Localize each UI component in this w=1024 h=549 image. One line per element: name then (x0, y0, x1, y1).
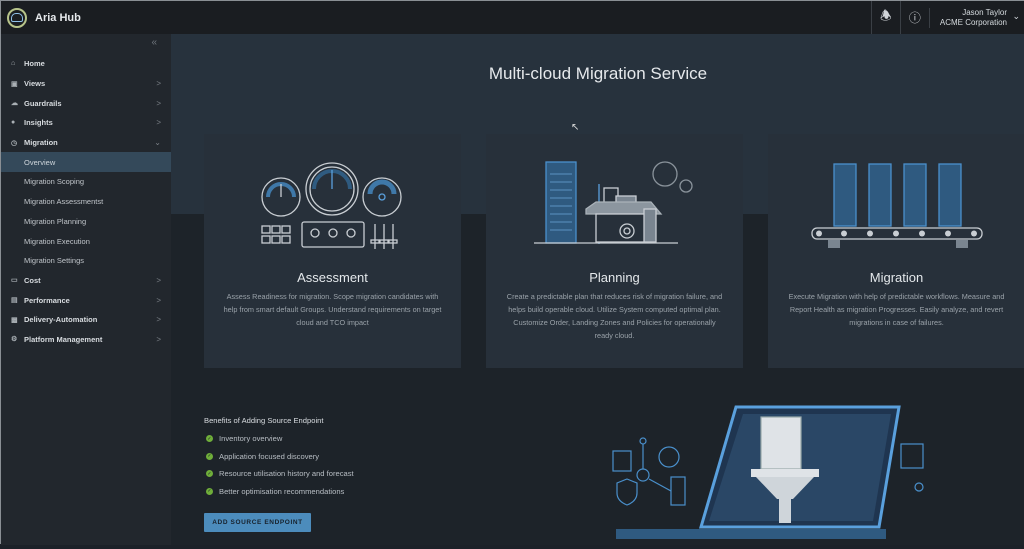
double-chevron-left-icon[interactable]: « (151, 37, 157, 48)
chevron-right-icon: > (156, 275, 161, 285)
check-circle-icon: ✓ (206, 487, 213, 495)
check-circle-icon: ✓ (206, 452, 213, 460)
card-title: Migration (869, 270, 924, 285)
laptop-funnel-illustration-icon (612, 405, 924, 539)
chevron-right-icon: > (156, 118, 161, 128)
chevron-right-icon: > (156, 315, 161, 325)
conveyor-servers-illustration-icon (811, 163, 983, 248)
user-org: ACME Corporation (939, 17, 1007, 27)
chevron-right-icon: > (156, 334, 161, 344)
truck-icon: ▩ (11, 316, 18, 324)
sidebar-item-label: Cost (24, 275, 41, 285)
card-migration[interactable]: Migration Execute Migration with help of… (768, 134, 1024, 368)
sidebar-item-label: Insights (24, 118, 53, 128)
sidebar-subitem-migration-assessments[interactable]: Migration Assessmentst (24, 197, 104, 207)
benefit-item: ✓ Resource utilisation history and foreca… (204, 465, 354, 483)
cost-icon: ▭ (11, 277, 18, 285)
sidebar-subitem-migration-execution[interactable]: Migration Execution (24, 236, 90, 246)
chevron-right-icon: > (156, 79, 161, 89)
aria-logo-icon[interactable] (7, 7, 27, 28)
card-description: Create a predictable plan that reduces r… (506, 292, 723, 340)
sidebar-item-guardrails[interactable]: ☁ Guardrails > (1, 93, 171, 113)
benefit-item: ✓ Better optimisation recommendations (204, 483, 354, 501)
card-assessment[interactable]: Assessment Assess Readiness for migratio… (204, 134, 461, 368)
top-header: Aria Hub 🕭 ⓘ Jason Taylor ACME Corporati… (1, 1, 1024, 34)
sidebar-item-cost[interactable]: ▭ Cost > (1, 271, 171, 291)
card-description: Execute Migration with help of predictab… (788, 292, 1005, 327)
sidebar-item-label: Delivery-Automation (24, 315, 98, 325)
server-box-illustration-icon (534, 161, 693, 244)
chevron-down-icon: ⌄ (1012, 10, 1020, 21)
chevron-right-icon: > (156, 98, 161, 108)
main-content: Multi-cloud Migration Service ↖ Assessme… (171, 34, 1024, 545)
cloud-icon: ☁ (11, 100, 18, 108)
sidebar-item-platform-management[interactable]: ⚙ Platform Management > (1, 330, 171, 350)
benefit-text: Better optimisation recommendations (219, 486, 345, 496)
sidebar: « ⌂Home ▣Views> ☁Guardrails> ●Insights> … (1, 34, 171, 545)
sidebar-subitem-migration-scoping[interactable]: Migration Scoping (24, 177, 85, 187)
gear-icon: ⚙ (11, 336, 18, 344)
help-icon[interactable]: ⓘ (899, 1, 929, 34)
benefit-item: ✓ Inventory overview (204, 430, 354, 448)
benefit-item: ✓ Application focused discovery (204, 448, 354, 466)
sidebar-item-insights[interactable]: ● Insights > (1, 113, 171, 133)
sidebar-item-label: Platform Management (24, 334, 103, 344)
chart-icon: ▤ (11, 297, 18, 305)
check-circle-icon: ✓ (206, 435, 213, 443)
sidebar-subitem-migration-settings[interactable]: Migration Settings (24, 256, 85, 266)
bell-icon[interactable]: 🕭 (870, 1, 900, 34)
user-name: Jason Taylor (962, 7, 1007, 17)
sidebar-item-migration[interactable]: ◷ Migration ⌄ (1, 133, 171, 153)
clock-icon: ◷ (11, 139, 18, 147)
insights-icon: ● (11, 119, 16, 127)
chevron-down-icon: ⌄ (154, 138, 161, 148)
sidebar-item-home[interactable]: ⌂ Home (1, 54, 171, 74)
mouse-cursor-icon: ↖ (571, 122, 580, 133)
app-name[interactable]: Aria Hub (35, 11, 81, 24)
sidebar-item-label: Views (24, 79, 46, 89)
sidebar-item-views[interactable]: ▣ Views > (1, 74, 171, 94)
home-icon: ⌂ (11, 60, 16, 68)
benefit-text: Resource utilisation history and forecas… (219, 469, 354, 479)
card-planning[interactable]: Planning Create a predictable plan that … (486, 134, 743, 368)
card-title: Planning (589, 270, 640, 285)
card-title: Assessment (297, 270, 368, 285)
sidebar-subitem-overview[interactable]: Overview (1, 152, 171, 173)
page-title: Multi-cloud Migration Service (488, 64, 708, 83)
user-menu[interactable]: Jason Taylor ACME Corporation ⌄ (928, 7, 1024, 28)
benefits-list: Benefits of Adding Source Endpoint ✓ Inve… (204, 416, 354, 500)
check-circle-icon: ✓ (206, 470, 213, 478)
gauges-illustration-icon (261, 162, 402, 249)
add-source-endpoint-button[interactable]: ADD SOURCE ENDPOINT (204, 513, 311, 532)
sidebar-item-label: Migration (24, 138, 58, 148)
sidebar-item-label: Guardrails (24, 98, 62, 108)
benefits-title: Benefits of Adding Source Endpoint (204, 416, 324, 425)
map-icon: ▣ (11, 80, 18, 88)
benefit-text: Application focused discovery (219, 451, 320, 461)
card-description: Assess Readiness for migration. Scope mi… (223, 292, 442, 327)
sidebar-item-delivery-automation[interactable]: ▩ Delivery-Automation > (1, 310, 171, 330)
sidebar-item-label: Performance (24, 295, 70, 305)
chevron-right-icon: > (156, 295, 161, 305)
sidebar-subitem-migration-planning[interactable]: Migration Planning (24, 216, 87, 226)
sidebar-item-label: Home (24, 59, 45, 69)
sidebar-item-performance[interactable]: ▤ Performance > (1, 290, 171, 310)
benefit-text: Inventory overview (219, 434, 283, 444)
